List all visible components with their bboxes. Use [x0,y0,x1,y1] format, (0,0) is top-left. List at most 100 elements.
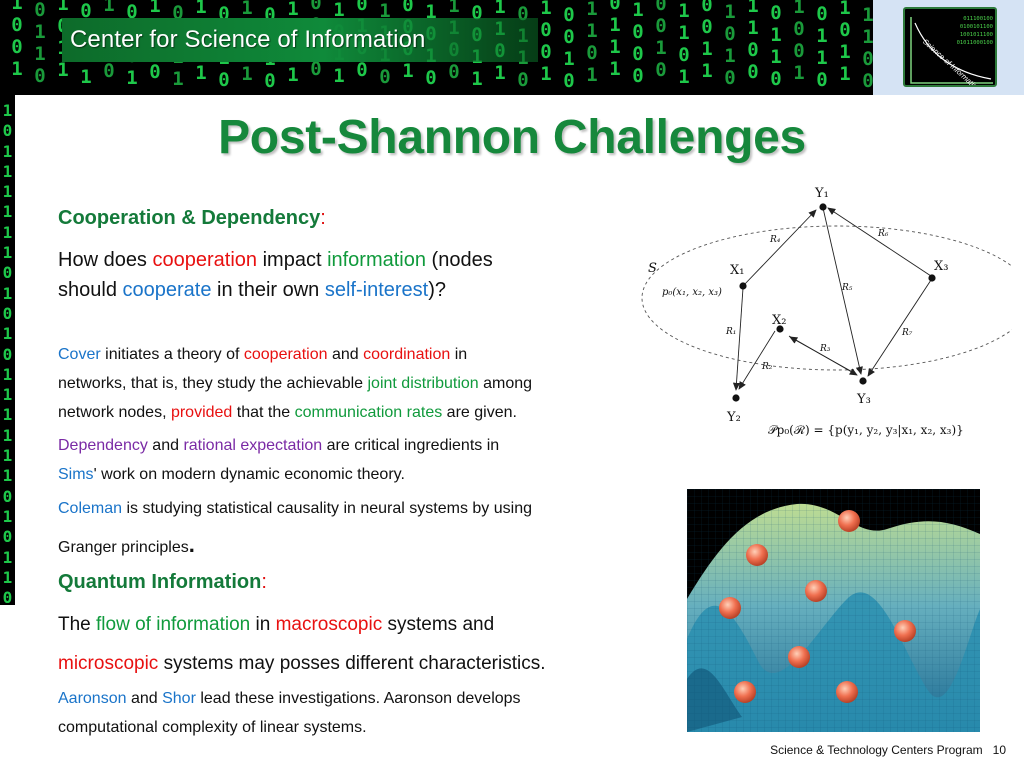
text-span: (nodes [426,249,493,271]
label-r2: R₂ [761,362,773,372]
matrix-column: 1 0 0 1 [793,0,805,84]
logo-box: 011100100 0100101100 1001011100 01011000… [873,0,1024,95]
node-x1 [739,282,747,290]
edge-x3-y1 [827,207,932,277]
cooperation-question-line-1: How does cooperation impact information … [58,246,493,275]
matrix-column: 0 0 1 0 [563,4,575,92]
slide-title: Post-Shannon Challenges [218,111,806,164]
keyword-cooperation: cooperation [152,249,258,271]
keyword-cooperate: cooperate [122,279,212,301]
keyword-flow-of-information: flow of information [96,614,251,635]
name-aaronson: Aaronson [58,690,127,707]
node-x2 [776,325,784,333]
cover-line-2: networks, that is, they study the achiev… [58,369,646,398]
text-span: How does [58,249,153,271]
particle [894,620,916,642]
node-x3 [928,274,936,282]
text-span: Granger principles [58,539,189,556]
cooperation-question-line-2: should cooperate in their own self-inter… [58,276,446,305]
matrix-column: 1 1 0 0 [862,4,874,92]
keyword-microscopic: microscopic [58,653,159,674]
name-sims: Sims [58,466,94,483]
matrix-column: 0 1 1 0 [34,0,46,87]
cover-line-1: Cover initiates a theory of cooperation … [58,340,467,369]
left-matrix-strip: 1 0 1 1 1 1 1 1 0 1 0 1 0 1 1 1 1 1 1 0 … [0,95,15,605]
edge-y3-x2 [789,336,857,375]
label-distribution: p₀(x₁, x₂, x₃) [662,287,722,298]
text-span: that the [232,404,295,421]
edge-x3-y3 [867,279,932,377]
label-set: S [648,261,657,276]
set-ellipse [641,225,1012,371]
label-r7: R₇ [901,328,913,338]
name-cover: Cover [58,346,101,363]
keyword-joint-distribution: joint distribution [367,375,479,392]
name-shor: Shor [162,690,196,707]
logo-curve [910,17,993,84]
text-span: are critical ingredients in [322,437,500,454]
keyword-rational-expectation: rational expectation [183,437,323,454]
text-span: network nodes, [58,404,171,421]
matrix-column: 0 1 1 1 [609,0,621,80]
header-title-bar [62,18,538,62]
text-span: . [188,532,195,557]
keyword-dependency: Dependency [58,437,148,454]
matrix-column: 0 1 1 0 [770,2,782,90]
text-span: should [58,279,123,301]
particle [734,681,756,703]
matrix-column: 0 1 1 0 [816,3,828,91]
node-y1 [819,203,827,211]
matrix-column: 1 0 0 1 [540,0,552,85]
edge-x1-y2 [732,287,744,391]
keyword-communication-rates: communication rates [294,404,443,421]
keyword-self-interest: self-interest [324,279,429,301]
text-span: in [250,614,276,635]
text-span: )? [428,279,447,301]
text-span: networks, that is, they study the achiev… [58,375,368,392]
left-matrix-column: 1 0 1 1 1 1 1 1 0 1 0 1 0 1 1 1 1 1 1 0 … [2,101,13,605]
matrix-column: 1 0 0 1 [11,0,23,80]
label-r5: R₅ [841,283,853,293]
text-span: lead these investigations. Aaronson deve… [195,690,521,707]
footer-program: Science & Technology Centers Program [770,743,983,757]
keyword-coordination: coordination [363,346,451,363]
particle [836,681,858,703]
keyword-provided: provided [170,404,233,421]
cover-line-3: network nodes, provided that the communi… [58,398,517,427]
particle [719,597,741,619]
text-span: and [126,690,163,707]
text-span: among [478,375,533,392]
keyword-cooperation: cooperation [243,346,328,363]
text-span: computational complexity of linear syste… [58,719,367,736]
text-span: systems may posses different characteris… [158,653,546,674]
label-y2: Y₂ [726,410,741,425]
matrix-column: 1 0 1 1 [839,0,851,85]
matrix-column: 0 0 1 1 [701,0,713,82]
label-r6: R₆ [877,229,889,239]
label-y1: Y₁ [814,186,829,201]
label-r1: R₁ [725,327,736,337]
keyword-information: information [327,249,426,271]
node-y2 [732,394,740,402]
node-y3 [859,377,867,385]
label-formula: 𝒫p₀(ℛ) = {p(y₁, y₂, y₃|x₁, x₂, x₃)} [768,423,964,437]
text-span: and [147,437,184,454]
logo-digits: 011100100 0100101100 1001011100 01011000… [956,16,993,46]
particle [788,646,810,668]
coleman-line-2: Granger principles. [58,530,195,562]
text-span: and [327,346,364,363]
matrix-column: 1 0 1 0 [724,1,736,89]
label-r3: R₃ [819,344,831,354]
dependency-line-2: Sims' work on modern dynamic economic th… [58,460,405,489]
quantum-line-2: microscopic systems may posses different… [58,649,545,678]
text-span: are given. [442,404,517,421]
text-span: in their own [211,279,325,301]
particle [838,510,860,532]
label-y3: Y₃ [856,392,871,407]
text-span: systems and [382,614,495,635]
text-span: impact [257,249,328,271]
label-r4: R₄ [769,235,781,245]
logo-icon: 011100100 0100101100 1001011100 01011000… [903,7,997,87]
edge-y1-y3 [822,207,863,375]
